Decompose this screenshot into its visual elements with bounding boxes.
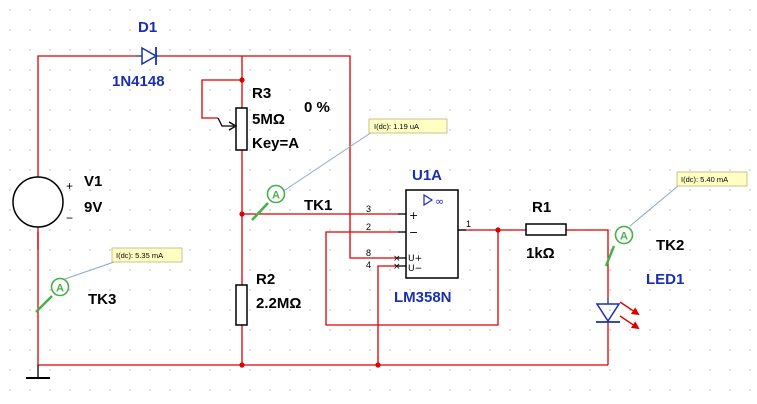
tk1-reading: I(dc): 1.19 uA bbox=[374, 122, 419, 131]
u1a-pin-3: 3 bbox=[366, 204, 371, 214]
wires bbox=[37, 55, 609, 366]
ammeter-probe-icon bbox=[50, 277, 70, 297]
voltage-source-v1[interactable] bbox=[12, 176, 64, 228]
u1a-uminus-mark: U− bbox=[408, 264, 422, 274]
svg-text:A: A bbox=[620, 231, 628, 243]
u1a-uplus-mark: U+ bbox=[408, 254, 422, 264]
ground-symbol bbox=[26, 365, 50, 379]
tk2-name-label: TK2 bbox=[656, 237, 684, 254]
r1-value-label: 1kΩ bbox=[526, 245, 555, 262]
svg-text:A: A bbox=[272, 190, 280, 202]
r3-ref-label: R3 bbox=[252, 85, 271, 102]
r3-value-label: 5MΩ bbox=[252, 111, 285, 128]
r2-value-label: 2.2MΩ bbox=[256, 295, 301, 312]
resistor-r1[interactable] bbox=[525, 223, 567, 236]
tk3-reading: I(dc): 5.35 mA bbox=[116, 251, 163, 260]
probe-tk1[interactable]: I(dc): 1.19 uA A bbox=[251, 118, 448, 221]
ammeter-probe-icon bbox=[266, 184, 286, 204]
u1a-x-mark: × bbox=[393, 254, 401, 264]
r1-ref-label: R1 bbox=[532, 199, 551, 216]
v1-minus-mark: − bbox=[66, 211, 73, 225]
svg-text:A: A bbox=[56, 283, 64, 295]
wire-r3-loop bbox=[201, 79, 242, 119]
probe-reading-box bbox=[368, 118, 448, 134]
r2-ref-label: R2 bbox=[256, 271, 275, 288]
probe-reading-box bbox=[676, 171, 748, 187]
u1a-pin-1: 1 bbox=[466, 219, 471, 229]
u1a-inf-mark: ∞ bbox=[435, 195, 444, 208]
tk2-reading: I(dc): 5.40 mA bbox=[681, 175, 728, 184]
opamp-u1a[interactable] bbox=[398, 189, 466, 279]
r3-setting-label: 0 % bbox=[304, 99, 330, 116]
ammeter-probe-icon bbox=[614, 225, 634, 245]
u1a-pin-2: 2 bbox=[366, 222, 371, 232]
diode-d1[interactable] bbox=[136, 46, 160, 66]
junction-dot bbox=[375, 362, 381, 368]
u1a-x-mark: × bbox=[393, 262, 401, 272]
junction-dot bbox=[239, 77, 245, 83]
v1-ref-label: V1 bbox=[84, 173, 102, 190]
u1a-pin-8: 8 bbox=[366, 248, 371, 258]
u1a-ref-label: U1A bbox=[412, 167, 442, 184]
tk3-name-label: TK3 bbox=[88, 291, 116, 308]
wire-top-right bbox=[160, 55, 398, 259]
probe-leader-line bbox=[629, 185, 679, 227]
probe-leader-line bbox=[61, 261, 115, 281]
junction-dot bbox=[239, 362, 245, 368]
led-light-arrow bbox=[619, 301, 640, 316]
probe-leader-line bbox=[278, 131, 373, 195]
wire-r1-led bbox=[566, 229, 609, 298]
u1a-in-minus-mark: − bbox=[409, 226, 418, 239]
probe-reading-box bbox=[111, 247, 183, 263]
junction-dot bbox=[495, 227, 501, 233]
resistor-r2[interactable] bbox=[235, 284, 248, 326]
tk1-name-label: TK1 bbox=[304, 197, 332, 214]
probe-tk3[interactable]: I(dc): 5.35 mA A bbox=[35, 247, 183, 313]
led1-ref-label: LED1 bbox=[646, 271, 684, 288]
junctions bbox=[239, 77, 501, 368]
u1a-pin-4: 4 bbox=[366, 260, 371, 270]
u1a-part-label: LM358N bbox=[394, 289, 452, 306]
junction-dot bbox=[239, 211, 245, 217]
potentiometer-r3[interactable] bbox=[217, 107, 248, 151]
v1-value-label: 9V bbox=[84, 199, 102, 216]
wire-feedback bbox=[325, 230, 499, 326]
d1-ref-label: D1 bbox=[138, 19, 157, 36]
led-light-arrow bbox=[619, 315, 640, 330]
probe-tk2[interactable]: I(dc): 5.40 mA A bbox=[604, 171, 748, 267]
r3-key-label: Key=A bbox=[252, 135, 299, 152]
u1a-in-plus-mark: + bbox=[409, 209, 418, 222]
led-led1[interactable] bbox=[595, 298, 640, 330]
d1-part-label: 1N4148 bbox=[112, 73, 165, 90]
v1-plus-mark: + bbox=[66, 179, 73, 193]
wire-uminus bbox=[377, 265, 398, 365]
